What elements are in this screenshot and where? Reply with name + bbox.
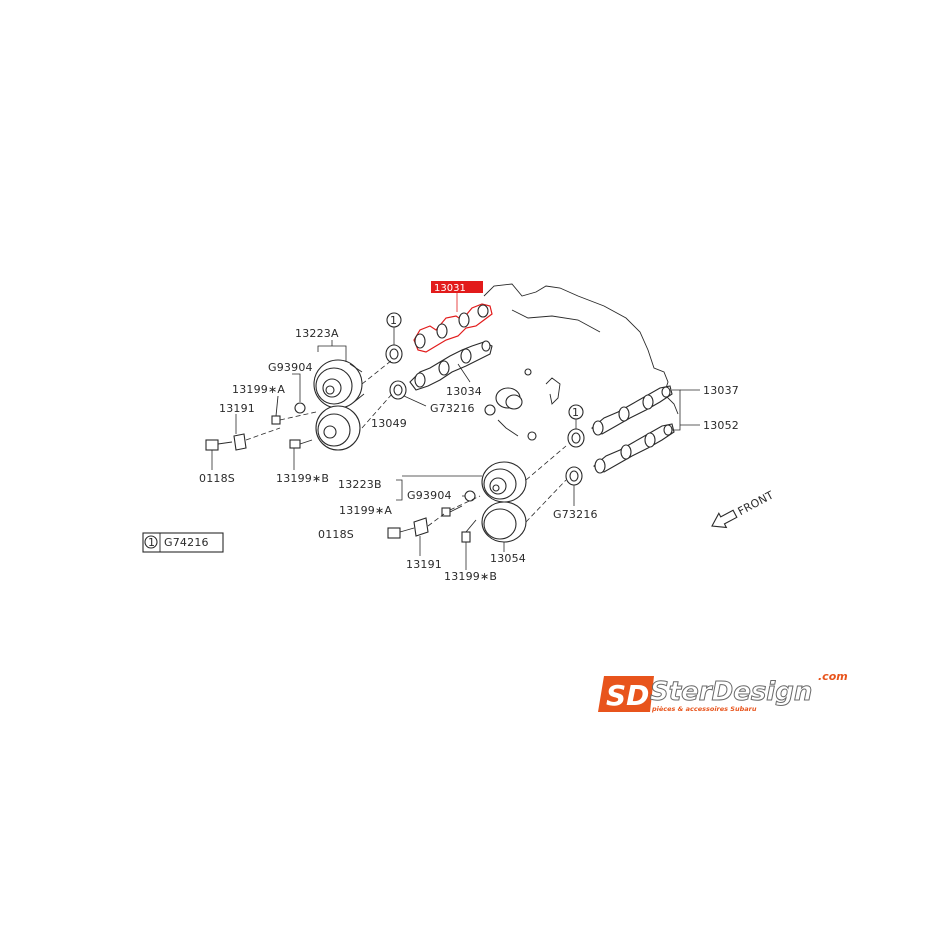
svg-text:1: 1 — [572, 406, 579, 419]
label-13199A-lower: 13199∗A — [339, 504, 392, 517]
plate-13191-lower — [413, 517, 429, 556]
label-13037: 13037 — [703, 384, 739, 397]
tensioner-parts — [484, 368, 561, 441]
camshaft-13052[interactable] — [593, 423, 675, 474]
legend-number: 1 — [148, 536, 155, 549]
label-13191-lower: 13191 — [406, 558, 442, 571]
label-g73216-lower: G73216 — [553, 508, 598, 521]
legend-part: G74216 — [164, 536, 209, 549]
front-direction-arrow: FRONT — [711, 488, 776, 529]
highlighted-camshaft[interactable]: 13031 — [413, 281, 493, 353]
label-g93904-lower: G93904 — [407, 489, 452, 502]
label-13052: 13052 — [703, 419, 739, 432]
highlight-label: 13031 — [434, 283, 466, 294]
label-13049: 13049 — [371, 417, 407, 430]
sprocket-13223B[interactable] — [481, 461, 527, 503]
bolt-0118S-upper — [205, 439, 233, 470]
washer-g93904-lower — [464, 490, 476, 502]
label-13034: 13034 — [446, 385, 482, 398]
bolt-0118S-lower — [387, 527, 415, 539]
bolt-13199A-upper — [271, 395, 281, 425]
bolt-13199B-lower — [461, 519, 477, 570]
plate-13191-upper — [233, 414, 247, 451]
label-13199B-upper: 13199∗B — [276, 472, 329, 485]
highlight-label-box — [431, 281, 483, 293]
camshaft-13037[interactable] — [591, 385, 673, 436]
label-13199B-lower: 13199∗B — [444, 570, 497, 583]
label-0118S-lower: 0118S — [318, 528, 354, 541]
front-label: FRONT — [736, 488, 776, 518]
bolt-13199A-lower — [441, 505, 463, 517]
callout-legend: 1 G74216 — [142, 532, 224, 553]
label-13054: 13054 — [490, 552, 526, 565]
logo-mark — [598, 676, 654, 712]
logo-mark-text: SD — [606, 679, 649, 712]
washer-g93904-upper — [294, 402, 306, 414]
sprocket-13049[interactable] — [315, 405, 361, 451]
sterdesign-logo: SD SterDesign .com pièces & accessoires … — [598, 670, 848, 713]
sprocket-13054[interactable] — [481, 501, 527, 543]
bolt-13199B-upper — [289, 439, 313, 470]
label-13223B: 13223B — [338, 478, 382, 491]
sprocket-13223A[interactable] — [313, 359, 365, 409]
label-13223A: 13223A — [295, 327, 339, 340]
logo-tagline: pièces & accessoires Subaru — [651, 705, 757, 713]
label-13191-upper: 13191 — [219, 402, 255, 415]
label-13199A-upper: 13199∗A — [232, 383, 285, 396]
camshaft-13034[interactable] — [409, 340, 493, 391]
label-g73216-upper: G73216 — [430, 402, 475, 415]
cylinder-head-outline — [483, 283, 679, 415]
logo-domain: .com — [818, 670, 848, 683]
logo-brand: SterDesign — [650, 677, 812, 707]
svg-text:1: 1 — [390, 314, 397, 327]
label-0118S-upper: 0118S — [199, 472, 235, 485]
cylinder-head-inner — [511, 309, 601, 333]
label-g93904-upper: G93904 — [268, 361, 313, 374]
